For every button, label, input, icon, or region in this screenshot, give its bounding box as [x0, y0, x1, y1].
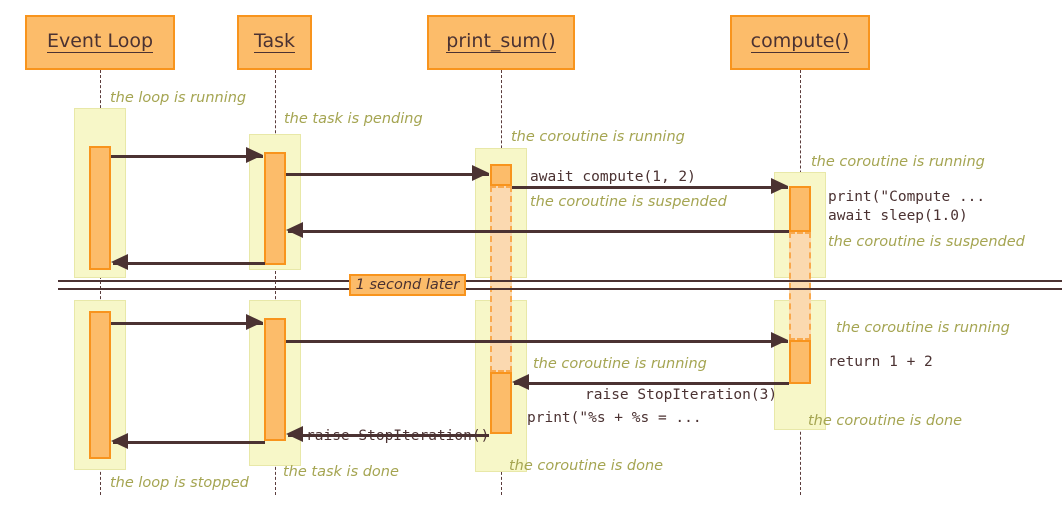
message-m10-line: [113, 441, 265, 444]
code-raise-stopiteration-3: raise StopIteration(3): [585, 387, 778, 403]
message-m4-line: [288, 230, 789, 233]
message-m7-arrowhead: [771, 332, 788, 348]
activation-task-top: [264, 152, 286, 265]
divider-label: 1 second later: [355, 277, 460, 293]
note-print-sum-running-1: the coroutine is running: [511, 129, 685, 145]
note-compute-suspended: the coroutine is suspended: [828, 234, 1025, 250]
participant-label-event-loop: Event Loop: [46, 29, 154, 54]
activation-compute-running-2: [789, 340, 811, 384]
message-m5-line: [113, 262, 265, 265]
participant-task[interactable]: Task: [237, 15, 312, 70]
note-compute-running-2: the coroutine is running: [836, 320, 1010, 336]
message-m6-line: [111, 322, 263, 325]
activation-task-bottom: [264, 318, 286, 441]
note-print-sum-done: the coroutine is done: [509, 458, 664, 474]
divider-line-lower: [58, 288, 1062, 290]
divider-label-box: 1 second later: [349, 274, 466, 296]
activation-compute-suspended: [789, 232, 811, 340]
message-m9-arrowhead: [286, 426, 303, 442]
message-m10-arrowhead: [111, 433, 128, 449]
code-print-compute: print("Compute ...: [828, 189, 986, 205]
participant-label-compute: compute(): [750, 29, 850, 54]
code-print-sum-result: print("%s + %s = ...: [527, 410, 702, 426]
activation-event-loop-top: [89, 146, 111, 270]
activation-print-sum-suspended: [490, 186, 512, 372]
message-m5-arrowhead: [111, 254, 128, 270]
message-m4-arrowhead: [286, 222, 303, 238]
note-task-done: the task is done: [283, 464, 399, 480]
note-compute-running-1: the coroutine is running: [811, 154, 985, 170]
participant-compute[interactable]: compute(): [730, 15, 870, 70]
note-task-pending: the task is pending: [284, 111, 423, 127]
note-compute-done: the coroutine is done: [808, 413, 963, 429]
message-m3-line: [512, 186, 788, 189]
code-await-sleep: await sleep(1.0): [828, 208, 968, 224]
message-m1-arrowhead: [246, 147, 263, 163]
code-raise-stopiteration: raise StopIteration(): [306, 428, 490, 444]
message-m2-line: [286, 173, 489, 176]
note-print-sum-running-2: the coroutine is running: [533, 356, 707, 372]
activation-compute-running-1: [789, 186, 811, 232]
message-m2-arrowhead: [472, 165, 489, 181]
message-m3-arrowhead: [771, 178, 788, 194]
note-print-sum-suspended: the coroutine is suspended: [530, 194, 727, 210]
activation-print-sum-running-1: [490, 164, 512, 186]
activation-print-sum-running-2: [490, 372, 512, 434]
participant-print-sum[interactable]: print_sum(): [427, 15, 575, 70]
note-loop-stopped: the loop is stopped: [110, 475, 249, 491]
note-loop-running: the loop is running: [110, 90, 247, 106]
activation-event-loop-bottom: [89, 311, 111, 459]
divider-line-upper: [58, 280, 1062, 282]
message-m7-line: [286, 340, 788, 343]
lifeline-task: [275, 70, 276, 495]
code-await-compute: await compute(1, 2): [530, 169, 696, 185]
participant-label-print-sum: print_sum(): [446, 29, 556, 54]
message-m8-arrowhead: [512, 374, 529, 390]
message-m1-line: [111, 155, 263, 158]
participant-event-loop[interactable]: Event Loop: [25, 15, 175, 70]
message-m9-line: [288, 434, 489, 437]
lifeline-event-loop: [100, 70, 101, 495]
code-return: return 1 + 2: [828, 354, 933, 370]
participant-label-task: Task: [253, 29, 295, 54]
message-m6-arrowhead: [246, 314, 263, 330]
message-m8-line: [514, 382, 789, 385]
